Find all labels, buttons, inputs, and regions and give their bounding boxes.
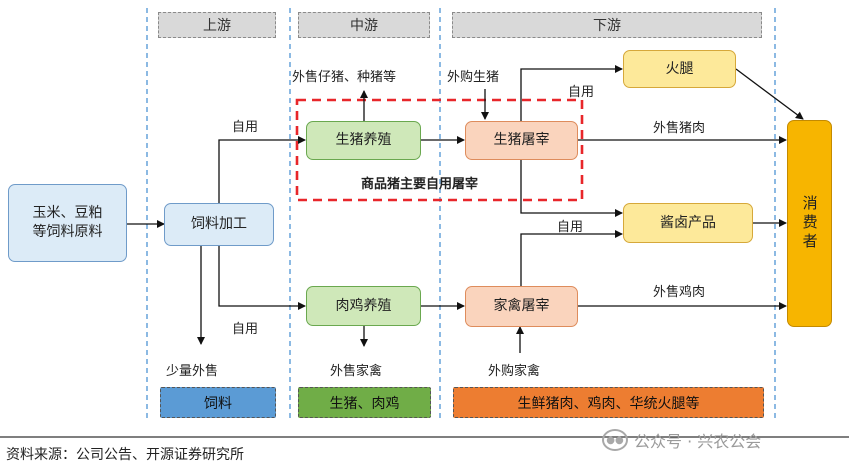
label-self-use-top: 自用 [232,120,259,135]
label-small-sale: 少量外售 [166,364,219,379]
label-buy-poultry: 外购家禽 [488,364,541,379]
arrow-ham-to-consumer [735,68,804,120]
node-poultry-slaughter: 家禽屠宰 [465,286,578,327]
label-self-use-ham: 自用 [568,85,595,100]
highlight-box [295,98,584,202]
node-consumer: 消费者 [787,120,832,327]
label-sell-chicken: 外售鸡肉 [653,285,706,300]
arrow-slaughter-to-ham [520,65,623,121]
stage-dividers [146,8,776,422]
watermark-text: 公众号 · 兴农公会 [634,432,762,451]
stage-midstream: 中游 [298,12,430,38]
stage-upstream: 上游 [158,12,276,38]
node-pig-farming: 生猪养殖 [306,121,421,160]
label-self-use-braised: 自用 [557,220,584,235]
label-buy-pigs: 外购生猪 [447,70,500,85]
product-pig-chicken: 生猪、肉鸡 [298,387,431,418]
node-pig-slaughter: 生猪屠宰 [465,121,578,160]
source-note: 资料来源：公司公告、开源证券研究所 [6,447,244,463]
highlight-caption: 商品猪主要自用屠宰 [361,177,479,192]
footer-divider [0,436,849,438]
node-braised-products: 酱卤产品 [623,203,753,243]
node-raw-material: 玉米、豆粕 等饲料原料 [8,184,127,262]
label-sell-poultry: 外售家禽 [330,364,383,379]
stage-downstream: 下游 [452,12,762,38]
label-sell-piglets: 外售仔猪、种猪等 [292,70,397,85]
product-feed: 饲料 [160,387,276,418]
watermark: ●● 公众号 · 兴农公会 [602,428,761,452]
node-chicken-farming: 肉鸡养殖 [306,286,421,326]
arrow-poultry-to-braised [520,230,623,286]
wechat-icon: ●● [602,429,628,451]
arrow-slaughter-to-braised [520,160,623,217]
node-feed-processing: 饲料加工 [164,203,274,246]
arrow-feed-to-chicken [218,246,306,310]
label-self-use-bottom: 自用 [232,322,259,337]
product-meat: 生鲜猪肉、鸡肉、华统火腿等 [453,387,764,418]
label-sell-pork: 外售猪肉 [653,121,706,136]
arrow-feed-to-pig [218,136,306,203]
node-ham: 火腿 [623,50,736,88]
